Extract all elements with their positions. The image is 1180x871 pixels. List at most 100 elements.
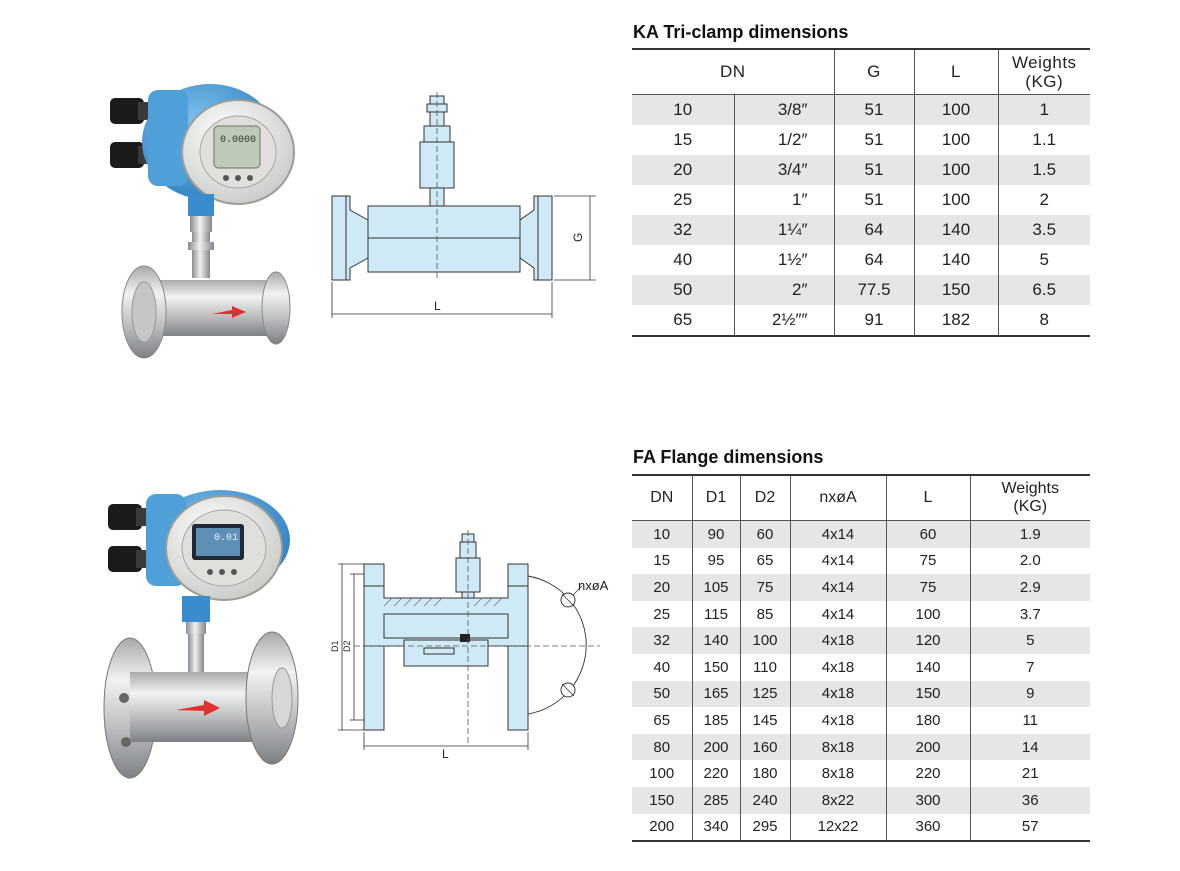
fa-table-cell: 200 <box>885 733 970 761</box>
ka-table-cell: 64 <box>833 215 914 245</box>
fa-table-cell: 20 <box>632 574 692 601</box>
ka-table-cell: 51 <box>833 185 914 215</box>
fa-table-cell: 8x18 <box>789 733 886 761</box>
ka-table-cell: 3/4″ <box>733 155 834 185</box>
fa-table-cell: 21 <box>969 760 1090 787</box>
fa-table-cell: 8x22 <box>789 786 886 814</box>
ka-display-text: 0.0000 <box>220 135 256 146</box>
fa-table-cell: 200 <box>691 733 740 761</box>
ka-table-cell: 2 <box>997 185 1090 215</box>
ka-table-cell: 2″ <box>733 275 834 305</box>
fa-table-cell: 50 <box>632 680 692 708</box>
fa-table-cell: 125 <box>739 680 790 708</box>
fa-header-d2: D2 <box>739 475 790 521</box>
fa-table-cell: 60 <box>885 520 970 548</box>
fa-table-cell: 95 <box>691 547 740 575</box>
fa-table-cell: 110 <box>739 653 790 681</box>
ka-g-label: G <box>571 233 585 242</box>
fa-table-cell: 220 <box>885 760 970 787</box>
fa-table-cell: 180 <box>885 707 970 734</box>
fa-table-cell: 9 <box>969 680 1090 708</box>
ka-section-title: KA Tri-clamp dimensions <box>633 22 849 42</box>
fa-section-title: FA Flange dimensions <box>633 447 824 467</box>
fa-table-cell: 5 <box>969 627 1090 654</box>
fa-table-cell: 185 <box>691 707 740 734</box>
fa-dimension-drawing: D1 D2 L nxøA <box>330 530 609 761</box>
fa-table-cell: 40 <box>653 658 671 676</box>
fa-table-cell: 65 <box>739 547 790 575</box>
ka-table-cell: 50 <box>632 275 734 305</box>
fa-d2-label: D2 <box>342 640 352 652</box>
ka-table-cell: 32 <box>632 215 734 245</box>
fa-flowmeter-photo: 0.01 <box>103 490 299 779</box>
ka-table-cell: 77.5 <box>833 275 914 305</box>
ka-table-cell: 182 <box>913 305 998 336</box>
fa-display-text: 0.01 <box>214 533 238 544</box>
fa-table-cell: 115 <box>691 600 740 628</box>
fa-table-cell: 1.9 <box>969 520 1090 548</box>
fa-table-cell: 14 <box>969 733 1090 761</box>
fa-table-cell: 4x14 <box>789 520 886 548</box>
ka-table-cell: 100 <box>913 155 998 185</box>
ka-table-cell: 91 <box>833 305 914 336</box>
fa-table-cell: 4x14 <box>789 547 886 575</box>
fa-header-d1: D1 <box>691 475 740 521</box>
ka-table-cell: 65 <box>673 310 693 329</box>
fa-table-cell: 150 <box>691 653 740 681</box>
ka-table-cell: 1 <box>997 94 1090 125</box>
ka-table-cell: 140 <box>913 215 998 245</box>
fa-table-cell: 105 <box>691 574 740 601</box>
fa-table-cell: 7 <box>969 653 1090 681</box>
fa-table-cell: 10 <box>632 520 692 548</box>
fa-table-cell: 4x18 <box>789 627 886 654</box>
fa-header-l: L <box>885 475 970 521</box>
fa-table-cell: 75 <box>885 574 970 601</box>
ka-dimension-drawing: G L <box>331 92 596 318</box>
ka-header-g: G <box>833 49 914 95</box>
fa-header-dn: DN <box>632 475 692 521</box>
fa-table-cell: 4x14 <box>789 574 886 601</box>
fa-table-cell: 300 <box>885 786 970 814</box>
fa-table-cell: 2.0 <box>969 547 1090 575</box>
fa-table-cell: 36 <box>969 786 1090 814</box>
fa-table-cell: 11 <box>969 707 1090 734</box>
fa-table-cell: 75 <box>885 547 970 575</box>
ka-table-cell: 40 <box>673 250 693 269</box>
fa-table-cell: 140 <box>885 653 970 681</box>
ka-table-cell: 2½″″ <box>733 305 834 336</box>
fa-table-cell: 60 <box>739 520 790 548</box>
fa-table-cell: 165 <box>691 680 740 708</box>
ka-table-cell: 1.1 <box>997 125 1090 155</box>
ka-table-cell: 1.5 <box>997 155 1090 185</box>
fa-table-cell: 180 <box>739 760 790 787</box>
fa-table-cell: 360 <box>885 813 970 842</box>
fa-table-cell: 140 <box>691 627 740 654</box>
ka-table-cell: 100 <box>913 185 998 215</box>
ka-table-cell: 1/2″ <box>733 125 834 155</box>
ka-table-cell: 140 <box>913 245 998 275</box>
ka-table-cell: 1″ <box>733 185 834 215</box>
fa-table-cell: 200 <box>649 818 675 836</box>
fa-table-cell: 4x18 <box>789 653 886 681</box>
ka-table-cell: 51 <box>833 94 914 125</box>
ka-table-cell: 51 <box>833 125 914 155</box>
fa-table-cell: 57 <box>969 813 1090 842</box>
ka-table-cell: 64 <box>833 245 914 275</box>
ka-header-l: L <box>913 49 998 95</box>
fa-table-cell: 120 <box>885 627 970 654</box>
